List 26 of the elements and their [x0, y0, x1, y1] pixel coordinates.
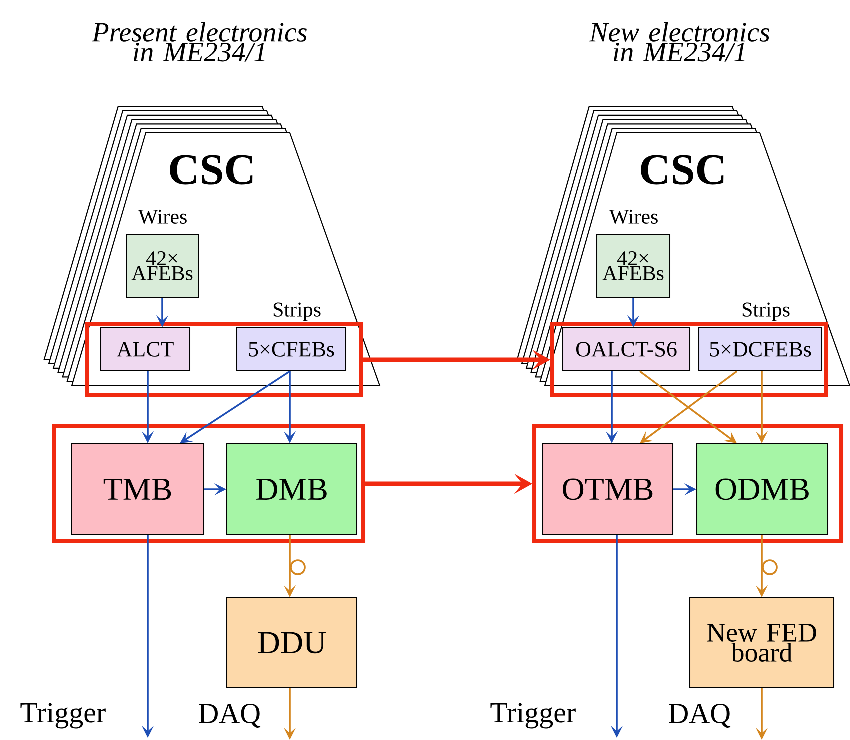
board-box: 42× AFEBs — [126, 234, 199, 298]
highlight-frame — [532, 424, 844, 544]
panel-title: New electronics in ME234/1 — [589, 22, 770, 62]
output-label: DAQ — [199, 704, 261, 728]
board-box: ALCT — [100, 328, 190, 372]
board-box: 5×DCFEBs — [698, 328, 822, 372]
output-label: Trigger — [490, 703, 576, 729]
output-label: DAQ — [669, 704, 731, 728]
section-label: Wires — [609, 210, 658, 224]
board-box: 42× AFEBs — [596, 234, 670, 298]
board-box: ODMB — [696, 444, 828, 536]
highlight-frame — [52, 424, 366, 544]
board-box: OTMB — [542, 444, 674, 536]
board-box: TMB — [72, 444, 204, 536]
board-box: DMB — [226, 444, 358, 536]
section-label: Strips — [274, 302, 321, 322]
highlight-frame — [550, 322, 828, 398]
board-box: 5×CFEBs — [236, 328, 346, 372]
board-box: DDU — [226, 598, 358, 688]
section-label: Strips — [742, 302, 790, 322]
board-box: OALCT-S6 — [562, 328, 690, 372]
section-label: Wires — [138, 210, 187, 224]
board-box: New FED board — [690, 598, 834, 688]
highlight-frame — [86, 322, 364, 398]
output-label: Trigger — [20, 703, 106, 729]
panel-title: Present electronics in ME234/1 — [92, 22, 307, 62]
